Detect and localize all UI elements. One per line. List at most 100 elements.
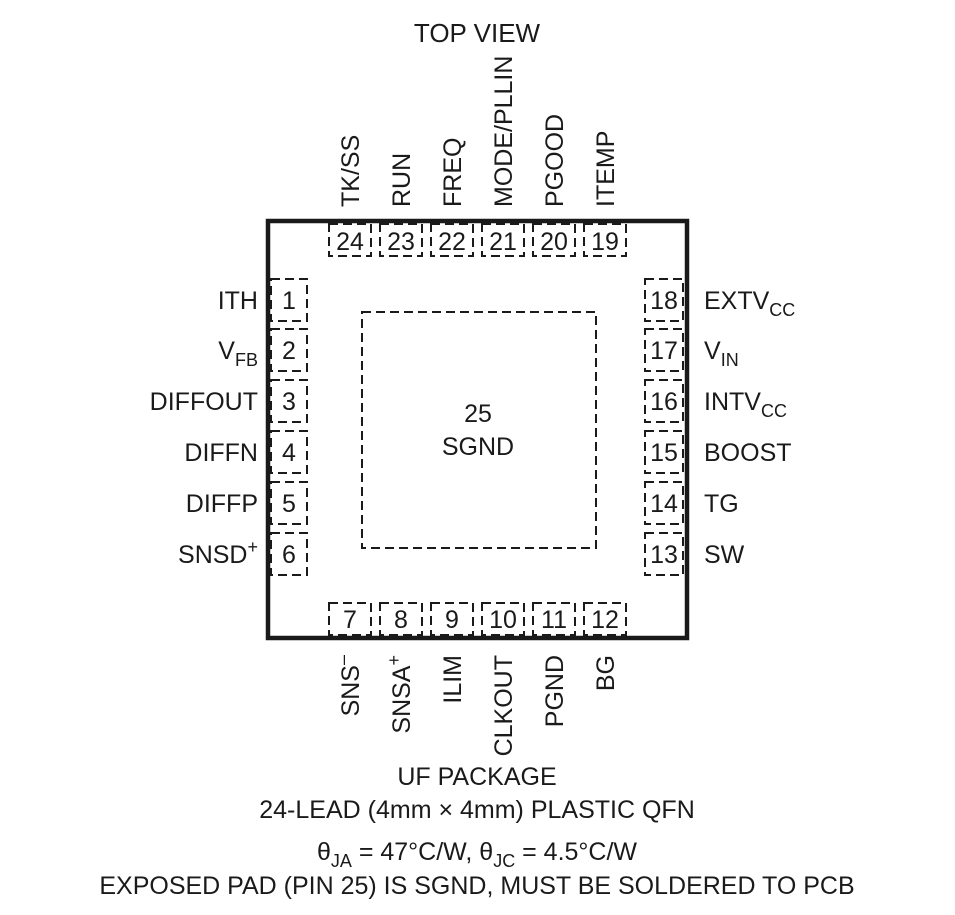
- pin-23-pad: [379, 223, 423, 257]
- pin-18-label-text: EXTV: [704, 287, 770, 315]
- pin-16-label-text: INTV: [704, 388, 761, 416]
- pin-11-label: PGND: [541, 655, 569, 727]
- pin-4-label-text: DIFFN: [184, 439, 258, 467]
- pin-9-pad: [430, 602, 474, 636]
- pin-14-pad: [644, 481, 684, 525]
- pin-17-label: VIN: [704, 337, 739, 370]
- pin-9-label-text: ILIM: [439, 655, 467, 704]
- pin-21-label-text: MODE/PLLIN: [490, 56, 518, 207]
- pin-12-pad: [583, 602, 627, 636]
- pin-7-label: SNS–: [333, 655, 365, 716]
- pin-6-number: 6: [282, 541, 296, 569]
- theta-ja-value: = 47°C/W,: [352, 838, 479, 866]
- exposed-pad-note: EXPOSED PAD (PIN 25) IS SGND, MUST BE SO…: [99, 872, 854, 900]
- exposed-pad: [361, 311, 597, 549]
- pin-17-label-subscript: IN: [721, 350, 739, 370]
- pin-18-label-subscript: CC: [769, 300, 795, 320]
- pin-2-label-subscript: FB: [235, 350, 258, 370]
- pin-1-label-text: ITH: [218, 287, 258, 315]
- pin-24-label: TK/SS: [337, 135, 365, 207]
- package-lead-description: 24-LEAD (4mm × 4mm) PLASTIC QFN: [259, 796, 695, 824]
- pin-23-label: RUN: [388, 153, 416, 207]
- pin-5-label: DIFFP: [186, 490, 258, 518]
- pin-10-number: 10: [489, 606, 517, 634]
- pin-21-number: 21: [489, 228, 517, 256]
- pin-3-label: DIFFOUT: [150, 388, 258, 416]
- pin-13-label-text: SW: [704, 541, 745, 569]
- pin-3-number: 3: [282, 388, 296, 416]
- pin-6-label-superscript: +: [247, 537, 258, 557]
- pin-10-label-text: CLKOUT: [490, 655, 518, 756]
- pin-10-label: CLKOUT: [490, 655, 518, 756]
- pin-18-label: EXTVCC: [704, 287, 795, 320]
- pin-2-pad: [270, 328, 308, 372]
- pin-4-number: 4: [282, 439, 296, 467]
- thermal-resistance: θJA = 47°C/W, θJC = 4.5°C/W: [317, 838, 637, 871]
- view-title: TOP VIEW: [414, 18, 541, 48]
- theta-jc-value: = 4.5°C/W: [515, 838, 637, 866]
- pin-7-number: 7: [343, 606, 357, 634]
- pin-19-number: 19: [591, 228, 619, 256]
- pin-1-label: ITH: [218, 287, 258, 315]
- pin-1-pad: [270, 278, 308, 322]
- pin-19-label-text: ITEMP: [592, 131, 620, 207]
- pin-6-label: SNSD+: [178, 537, 258, 569]
- pin-24-pad: [328, 223, 372, 257]
- pin-4-pad: [270, 430, 308, 474]
- pin-7-label-text: SNS: [337, 665, 365, 716]
- pin-20-label: PGOOD: [541, 114, 569, 207]
- pin-5-number: 5: [282, 490, 296, 518]
- pin-16-label-subscript: CC: [761, 401, 787, 421]
- pin-8-pad: [379, 602, 423, 636]
- pin-7-pad: [328, 602, 372, 636]
- pin-11-pad: [532, 602, 576, 636]
- pin-21-label: MODE/PLLIN: [490, 56, 518, 207]
- pin-18-number: 18: [650, 287, 678, 315]
- pin-24-number: 24: [336, 228, 364, 256]
- pin-5-pad: [270, 481, 308, 525]
- pin-15-number: 15: [650, 439, 678, 467]
- exposed-pad-number: 25: [464, 400, 492, 428]
- pin-22-pad: [430, 223, 474, 257]
- pin-2-number: 2: [282, 337, 296, 365]
- pin-17-number: 17: [650, 337, 678, 365]
- pin-22-label-text: FREQ: [439, 138, 467, 207]
- pin-14-number: 14: [650, 490, 678, 518]
- exposed-pad-name: SGND: [442, 433, 514, 461]
- pin-11-label-text: PGND: [541, 655, 569, 727]
- package-name: UF PACKAGE: [397, 763, 556, 791]
- pin-6-label-text: SNSD: [178, 541, 247, 569]
- package-body: [265, 218, 690, 641]
- theta-ja-symbol: θ: [317, 838, 331, 866]
- pin-9-number: 9: [445, 606, 459, 634]
- pin-20-number: 20: [540, 228, 568, 256]
- pin-17-pad: [644, 328, 684, 372]
- pin-8-label-superscript: +: [384, 655, 404, 666]
- pin-18-pad: [644, 278, 684, 322]
- pin-8-label-text: SNSA: [388, 665, 416, 733]
- pin-10-pad: [481, 602, 525, 636]
- pin-16-number: 16: [650, 388, 678, 416]
- pin-7-label-superscript: –: [333, 655, 353, 665]
- pin-16-label: INTVCC: [704, 388, 787, 421]
- pin-9-label: ILIM: [439, 655, 467, 704]
- pin-20-label-text: PGOOD: [541, 114, 569, 207]
- pin-23-number: 23: [387, 228, 415, 256]
- pin-1-number: 1: [282, 287, 296, 315]
- pin-12-label-text: BG: [592, 655, 620, 691]
- pin-24-label-text: TK/SS: [337, 135, 365, 207]
- pin-15-label: BOOST: [704, 439, 792, 467]
- pin-3-label-text: DIFFOUT: [150, 388, 258, 416]
- pin-22-number: 22: [438, 228, 466, 256]
- pin-13-label: SW: [704, 541, 745, 569]
- pin-8-label: SNSA+: [384, 655, 416, 734]
- pin-13-number: 13: [650, 541, 678, 569]
- pin-14-label-text: TG: [704, 490, 739, 518]
- pin-5-label-text: DIFFP: [186, 490, 258, 518]
- pin-8-number: 8: [394, 606, 408, 634]
- pin-13-pad: [644, 532, 684, 576]
- pin-21-pad: [481, 223, 525, 257]
- pin-3-pad: [270, 379, 308, 423]
